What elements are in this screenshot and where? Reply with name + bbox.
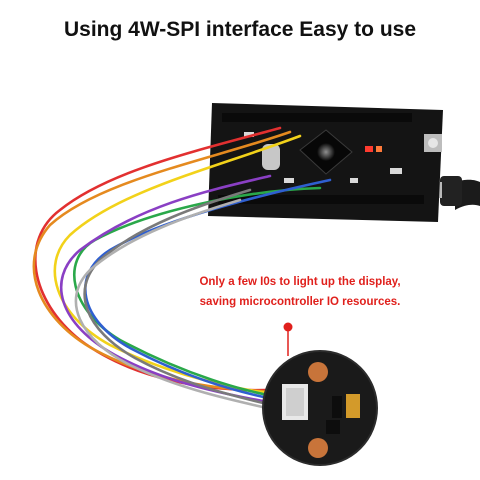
jumper-wires [32,126,332,418]
headline: Using 4W-SPI interface Easy to use [63,18,417,41]
microcontroller-board [208,103,443,222]
callout-text: Only a few I0s to light up the display, … [150,272,450,312]
mcu-chip [299,129,353,175]
callout-line-1: Only a few I0s to light up the display, [199,276,401,288]
power-led [365,146,373,152]
round-display-module [262,350,378,466]
wire-gray [83,188,304,414]
wire-white [74,198,305,418]
callout-line-2: saving microcontroller IO resources. [199,296,401,308]
crystal-oscillator [262,144,280,170]
status-led [376,146,382,152]
pointer-marker [283,322,293,356]
top-pin-header [222,113,412,122]
bottom-pin-header [218,195,424,204]
flex-cable [346,394,360,418]
copper-pad-top [308,362,328,382]
reset-button [424,134,442,152]
copper-pad-bottom [308,438,328,458]
